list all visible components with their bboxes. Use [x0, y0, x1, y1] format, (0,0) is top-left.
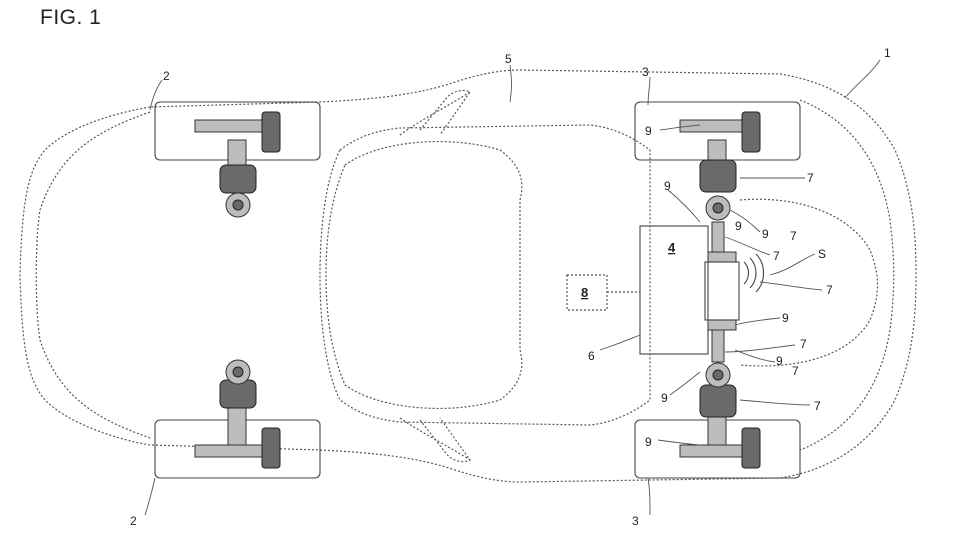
label-9a: 9 — [645, 124, 652, 138]
actuator-cylinder — [704, 261, 740, 321]
label-8: 8 — [581, 285, 588, 300]
car-body-inner-right — [799, 99, 895, 451]
label-2-bottom: 2 — [130, 514, 137, 528]
label-3-bottom: 3 — [632, 514, 639, 528]
sensor-wave-2 — [749, 257, 757, 289]
label-2-top: 2 — [163, 69, 170, 83]
sensor-wave-3 — [755, 253, 765, 293]
rear-inner-curve — [739, 198, 879, 367]
label-5: 5 — [505, 52, 512, 66]
leader-6 — [599, 334, 641, 351]
label-7b: 7 — [773, 249, 780, 263]
control-unit-box — [639, 225, 709, 355]
front-top-suspension — [194, 111, 281, 218]
leader-7d — [724, 344, 796, 353]
leader-9g — [657, 439, 701, 446]
windshield-line-top — [399, 91, 471, 136]
cabin-outline — [319, 124, 651, 426]
actuator-cap-top — [707, 251, 737, 263]
leader-9e — [734, 349, 776, 363]
leader-2-bottom — [144, 477, 156, 516]
label-3-top: 3 — [642, 65, 649, 79]
leader-9c — [729, 209, 761, 233]
label-1: 1 — [884, 46, 891, 60]
label-9b: 9 — [664, 179, 671, 193]
label-7f: 7 — [790, 229, 797, 243]
rear-top-suspension — [679, 111, 761, 253]
label-7g: 7 — [792, 364, 799, 378]
label-7e: 7 — [814, 399, 821, 413]
leader-9b — [667, 189, 701, 223]
leader-9f — [669, 371, 701, 396]
mirror-bottom — [419, 417, 471, 463]
label-9g: 9 — [645, 435, 652, 449]
leader-2-top — [149, 79, 163, 111]
windshield-outline — [325, 140, 523, 410]
label-7a: 7 — [807, 171, 814, 185]
leader-7b — [724, 236, 771, 256]
label-4: 4 — [668, 240, 676, 255]
front-bottom-suspension — [194, 359, 281, 469]
mirror-top — [419, 89, 471, 136]
actuator-cap-bottom — [707, 319, 737, 331]
leader-3-bottom — [647, 477, 651, 516]
leader-7c — [759, 281, 823, 291]
label-6: 6 — [588, 349, 595, 363]
leader-7e — [739, 399, 811, 406]
leader-S — [769, 253, 816, 276]
label-9f: 9 — [661, 391, 668, 405]
label-9h: 9 — [735, 219, 742, 233]
leader-3-top — [647, 76, 651, 106]
label-S: S — [818, 247, 826, 261]
leader-9d — [734, 317, 781, 326]
label-9d: 9 — [782, 311, 789, 325]
leader-5 — [509, 64, 512, 103]
label-9e: 9 — [776, 354, 783, 368]
label-7c: 7 — [826, 283, 833, 297]
leader-9a — [659, 124, 701, 131]
car-body-inner — [35, 111, 151, 439]
label-7d: 7 — [800, 337, 807, 351]
leader-1 — [844, 59, 881, 99]
rear-bottom-suspension — [679, 329, 761, 469]
car-body-outline — [19, 69, 917, 483]
label-9c: 9 — [762, 227, 769, 241]
figure-title: FIG. 1 — [40, 6, 102, 29]
sensor-wave-1 — [743, 261, 750, 285]
